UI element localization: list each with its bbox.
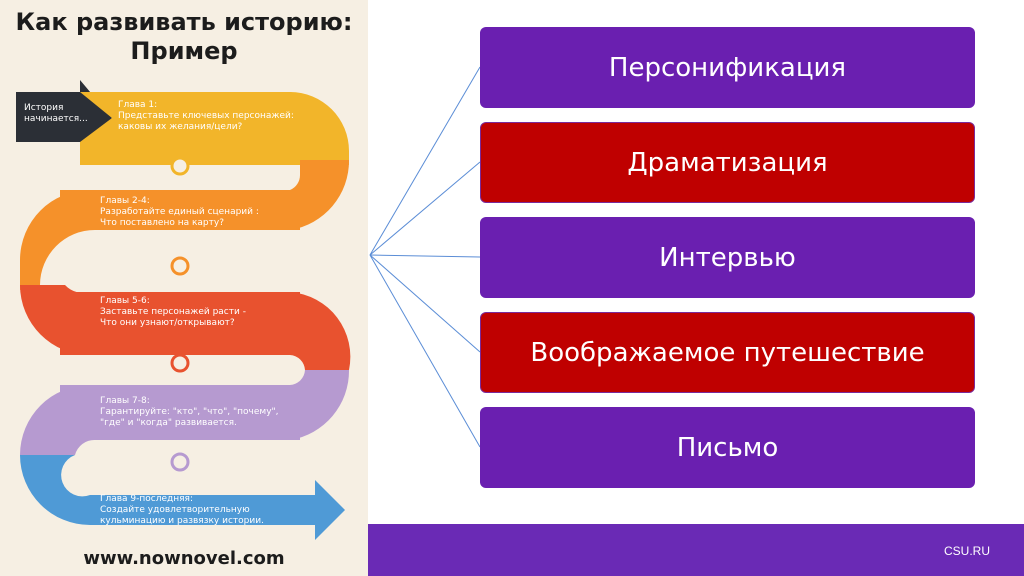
- infographic-title-line2: Пример: [130, 37, 238, 65]
- step-4-text: Главы 7-8: Гарантируйте: "кто", "что", "…: [100, 396, 279, 428]
- method-box-dramatization: Драматизация: [480, 122, 975, 203]
- footer-site-label: CSU.RU: [943, 544, 990, 558]
- connector-1: [369, 66, 481, 256]
- method-box-interview: Интервью: [480, 217, 975, 298]
- milestone-dot-4: [170, 452, 190, 472]
- connector-2: [369, 161, 481, 256]
- step-3-text: Главы 5-6: Заставьте персонажей расти - …: [100, 296, 246, 328]
- method-box-letter: Письмо: [480, 407, 975, 488]
- step-1-text: Глава 1: Представьте ключевых персонажей…: [118, 100, 294, 132]
- step-1-band: [80, 92, 349, 165]
- step-5-text: Глава 9-последняя: Создайте удовлетворит…: [100, 494, 264, 526]
- story-path-graphic: [16, 80, 351, 540]
- milestone-dot-3: [170, 353, 190, 373]
- method-box-imaginary-journey: Воображаемое путешествие: [480, 312, 975, 393]
- footer-bar: [368, 524, 1024, 576]
- connector-3: [369, 254, 481, 258]
- method-box-personification: Персонификация: [480, 27, 975, 108]
- infographic-source: www.nownovel.com: [83, 548, 285, 569]
- milestone-dot-2: [170, 256, 190, 276]
- start-arrow-label: История начинается...: [24, 103, 88, 124]
- infographic-title: Как развивать историю: Пример: [0, 8, 368, 66]
- connector-5: [369, 254, 481, 448]
- connector-4: [369, 254, 481, 353]
- step-2-text: Главы 2-4: Разработайте единый сценарий …: [100, 196, 259, 228]
- step-5-band: [20, 455, 345, 540]
- infographic-title-line1: Как развивать историю:: [15, 8, 353, 36]
- infographic-panel: Как развивать историю: Пример История на…: [0, 0, 368, 576]
- milestone-dot-1: [170, 156, 190, 176]
